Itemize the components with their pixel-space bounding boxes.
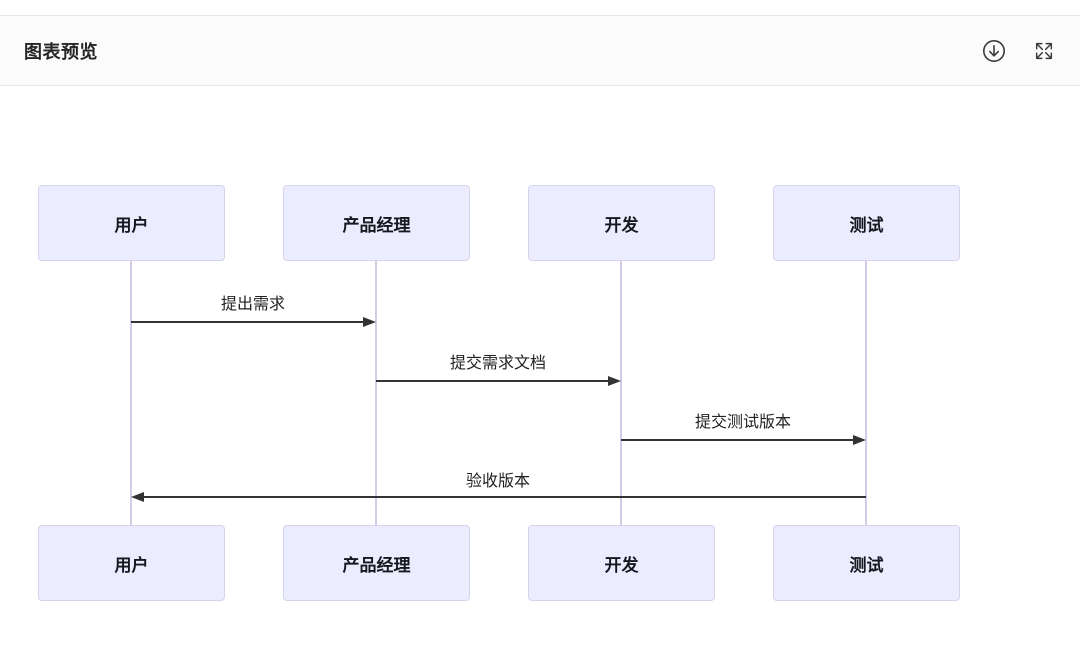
message-line xyxy=(144,496,866,498)
lifeline-user xyxy=(130,261,132,525)
arrowhead-left-icon xyxy=(131,492,144,502)
lifeline-pm xyxy=(375,261,377,525)
sequence-diagram: 用户 产品经理 开发 测试 提出需求 提交需求文档 提交测试版本 验收版本 用户… xyxy=(0,87,1080,649)
message-label: 提交测试版本 xyxy=(694,414,792,431)
actor-label: 开发 xyxy=(604,555,639,575)
page-title: 图表预览 xyxy=(24,41,98,62)
lifeline-test xyxy=(865,261,867,525)
lifeline-dev xyxy=(620,261,622,525)
actor-bottom-user: 用户 xyxy=(38,525,225,601)
actor-label: 产品经理 xyxy=(342,555,411,575)
actor-top-pm: 产品经理 xyxy=(283,185,470,261)
actor-label: 测试 xyxy=(849,555,884,575)
fullscreen-icon[interactable] xyxy=(1032,39,1056,63)
actor-label: 用户 xyxy=(114,555,149,575)
actor-label: 用户 xyxy=(114,215,149,235)
arrowhead-right-icon xyxy=(853,435,866,445)
message-label: 提交需求文档 xyxy=(449,355,547,372)
arrowhead-right-icon xyxy=(608,376,621,386)
actor-top-dev: 开发 xyxy=(528,185,715,261)
actor-bottom-pm: 产品经理 xyxy=(283,525,470,601)
actor-top-test: 测试 xyxy=(773,185,960,261)
download-icon[interactable] xyxy=(982,39,1006,63)
actor-label: 开发 xyxy=(604,215,639,235)
arrowhead-right-icon xyxy=(363,317,376,327)
message-line xyxy=(621,439,854,441)
message-label: 验收版本 xyxy=(465,473,531,490)
actor-bottom-dev: 开发 xyxy=(528,525,715,601)
message-line xyxy=(376,380,609,382)
actor-bottom-test: 测试 xyxy=(773,525,960,601)
preview-panel-header: 图表预览 xyxy=(0,15,1080,86)
message-line xyxy=(131,321,364,323)
actor-top-user: 用户 xyxy=(38,185,225,261)
header-actions xyxy=(982,39,1056,63)
actor-label: 产品经理 xyxy=(342,215,411,235)
message-label: 提出需求 xyxy=(220,296,286,313)
actor-label: 测试 xyxy=(849,215,884,235)
